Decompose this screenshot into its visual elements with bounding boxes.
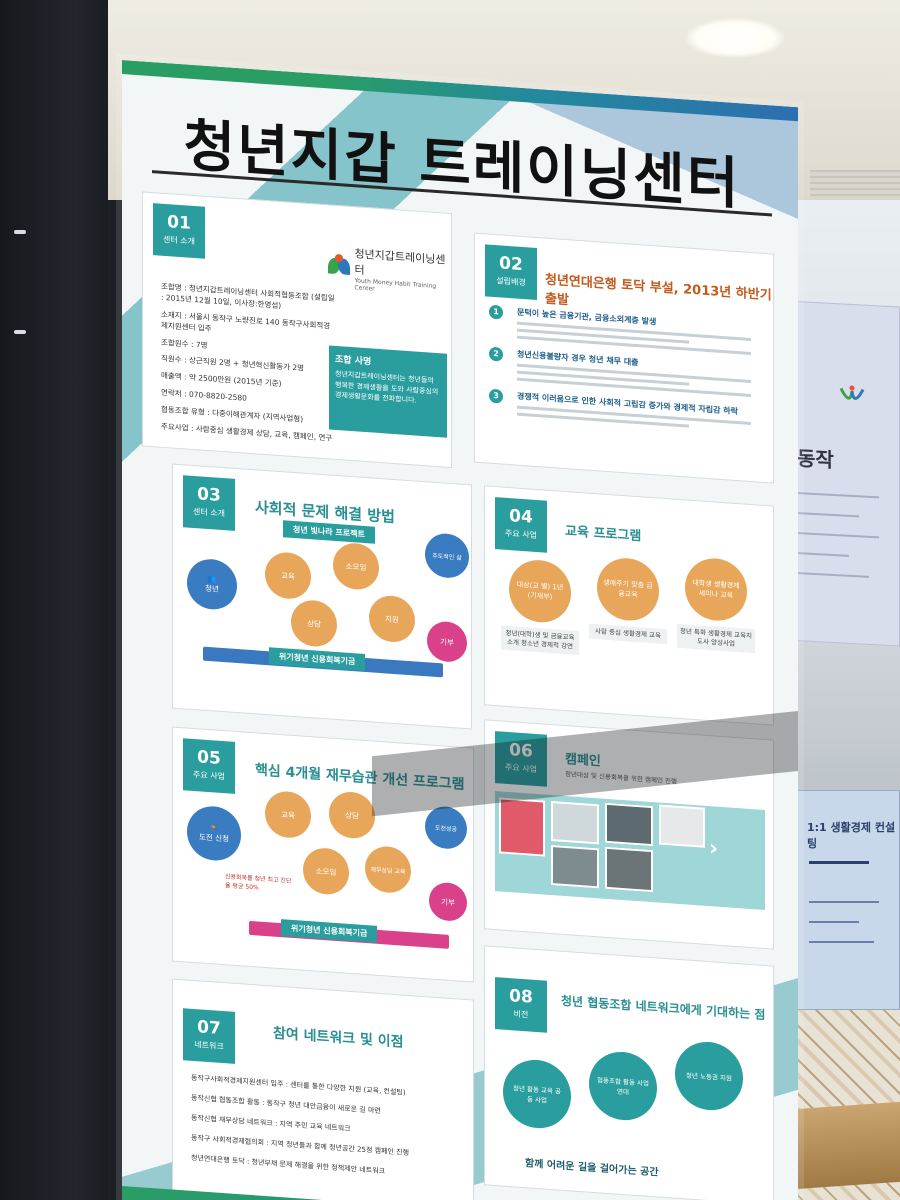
- poster: 청년지갑 트레이닝센터 01 센터 소개 청년지갑트레이닝센터 Youth Mo…: [122, 60, 798, 1200]
- section-social-solution: 03 센터 소개 사회적 문제 해결 방법 청년 빛나라 프로젝트 👥 청년 교…: [172, 463, 472, 730]
- program-circle: 생애주기 맞춤 금융교육: [597, 556, 659, 623]
- meeting-circle: 소모임: [333, 541, 379, 591]
- fund-label: 위기청년 신용회복기금: [269, 647, 366, 672]
- mission-body: 청년지갑트레이닝센터는 청년들의 행복한 경제생활을 도와 사람중심의 경제생활…: [335, 369, 439, 405]
- consulting-circle: 상담: [329, 790, 375, 840]
- chevron-icon: ›: [709, 836, 719, 862]
- fund-label: 위기청년 신용회복기금: [281, 919, 378, 943]
- ceiling-light: [685, 18, 785, 58]
- expectation-circle: 청년 노동권 지원: [675, 1039, 743, 1113]
- program-item: 대학생 생활경제 세미나 교육 청년 특화 생활경제 교육지도사 양성사업: [677, 556, 755, 654]
- section-number: 02: [499, 253, 523, 276]
- banner-title: 1:1 생활경제 컨설팅: [807, 821, 896, 850]
- section-number: 03: [197, 484, 221, 506]
- section-badge: 03 센터 소개: [183, 475, 235, 531]
- finance-circle: 재무상담 교육: [365, 844, 411, 895]
- campaign-photo: [605, 802, 653, 847]
- section-heading: 청년 협동조합 네트워크에게 기대하는 점: [561, 993, 766, 1022]
- section-expectations: 08 비전 청년 협동조합 네트워크에게 기대하는 점 청년 활동 교육 공동 …: [484, 945, 774, 1200]
- section-heading: 교육 프로그램: [565, 523, 642, 545]
- section-label: 비전: [513, 1009, 529, 1020]
- program-item: 대상(교 별) 1년 (기재부) 청년(대학)생 및 금융교육 소개 청소년 경…: [501, 558, 579, 656]
- section-network: 07 네트워크 참여 네트워크 및 이점 동작구사회적경제지원센터 입주 : 센…: [172, 978, 474, 1200]
- expectation-circle: 협동조합 활동 사업 연대: [589, 1049, 657, 1123]
- section-badge: 05 주요 사업: [183, 738, 235, 794]
- education-circle: 교육: [265, 550, 311, 601]
- campaign-photo: [659, 804, 705, 848]
- section-label: 주요 사업: [193, 769, 225, 782]
- section-number: 05: [197, 747, 221, 769]
- text-line: [789, 531, 879, 539]
- section-number: 08: [509, 986, 533, 1008]
- section-badge: 08 비전: [495, 977, 547, 1033]
- campaign-photo: [551, 800, 599, 845]
- number-dot: 3: [489, 388, 503, 404]
- campaign-photo: [605, 846, 653, 893]
- consulting-circle: 상담: [291, 598, 337, 649]
- banner-line: [809, 861, 869, 864]
- text-line: [789, 511, 859, 518]
- list-item: 2 청년신용불량자 경우 청년 채무 대출: [489, 346, 763, 397]
- self-directed-circle: 주도적인 삶: [425, 532, 469, 580]
- section-label: 센터 소개: [193, 506, 225, 519]
- section-badge: 07 네트워크: [183, 1008, 235, 1064]
- banner-line: [809, 901, 879, 903]
- campaign-photo: [551, 844, 599, 889]
- section-number: 01: [167, 212, 191, 234]
- banner-line: [809, 921, 859, 923]
- section-label: 센터 소개: [163, 234, 195, 247]
- section-badge: 02 설립배경: [485, 244, 537, 301]
- donation-circle: 기부: [427, 620, 467, 664]
- program-circle: 대상(교 별) 1년 (기재부): [509, 558, 571, 625]
- donation-circle: 기부: [429, 881, 467, 923]
- section-badge: 04 주요 사업: [495, 497, 547, 553]
- program-item: 생애주기 맞춤 금융교육 사람 중심 생활경제 교육: [589, 556, 667, 645]
- section-label: 설립배경: [496, 276, 526, 288]
- support-circle: 지원: [369, 594, 415, 644]
- info-list: 조합명 : 청년지갑트레이닝센터 사회적협동조합 (설립일 : 2015년 12…: [161, 282, 336, 451]
- reflection-light: [14, 230, 26, 234]
- list-item: 3 경쟁적 이러움으로 인한 사회적 고립감 증가와 경제적 자립감 하락: [489, 388, 763, 432]
- campaign-photo: [499, 797, 545, 857]
- section-background: 02 설립배경 청년연대은행 토닥 부설, 2013년 하반기 출발 1 문턱이…: [474, 232, 774, 484]
- section-education: 04 주요 사업 교육 프로그램 대상(교 별) 1년 (기재부) 청년(대학)…: [484, 485, 774, 726]
- section-number: 07: [197, 1017, 221, 1039]
- reflection-light: [14, 330, 26, 334]
- program-circle: 대학생 생활경제 세미나 교육: [685, 556, 747, 623]
- education-circle: 교육: [265, 789, 311, 840]
- recovery-note: 신용회복률 청년 최고 진단율 평균 50%: [225, 873, 292, 892]
- number-dot: 1: [489, 304, 503, 320]
- program-desc: 청년(대학)생 및 금융교육 소개 청소년 경제적 강연: [501, 625, 579, 656]
- expectation-circle: 청년 활동 교육 공동 사업: [503, 1057, 571, 1131]
- center-logo: 청년지갑트레이닝센터 Youth Money Habit Training Ce…: [328, 243, 451, 298]
- number-dot: 2: [489, 346, 503, 362]
- program-desc: 사람 중심 생활경제 교육: [589, 623, 667, 645]
- consulting-banner: 1:1 생활경제 컨설팅: [792, 790, 900, 1010]
- closing-text: 함께 어려운 길을 걸어가는 공간: [525, 1158, 659, 1179]
- section-center-intro: 01 센터 소개 청년지갑트레이닝센터 Youth Money Habit Tr…: [142, 191, 452, 469]
- network-list: 동작구사회적경제지원센터 입주 : 센터를 통한 다양한 지원 (교육, 컨설팅…: [191, 1073, 461, 1192]
- success-circle: 도전성공: [425, 805, 467, 851]
- section-number: 04: [509, 506, 533, 528]
- youth-circle: 👥 청년: [187, 557, 237, 612]
- logo-icon: [837, 384, 867, 406]
- meeting-circle: 소모임: [303, 846, 349, 896]
- section-heading: 참여 네트워크 및 이점: [273, 1025, 404, 1051]
- background-list: 1 문턱이 높은 금융기관, 금융소외계층 발생 2 청년신용불량자 경우 청년…: [489, 304, 763, 442]
- section-badge: 01 센터 소개: [153, 203, 205, 259]
- text-line: [789, 571, 869, 578]
- side-info-card: 동작: [776, 300, 900, 647]
- challenge-circle: 🏃 도전 신청: [187, 804, 241, 863]
- leaf-logo-icon: [328, 253, 350, 280]
- section-label: 네트워크: [194, 1040, 224, 1052]
- section-label: 주요 사업: [505, 528, 537, 541]
- text-line: [789, 551, 849, 557]
- window-frame: [0, 0, 108, 1200]
- text-line: [789, 491, 879, 499]
- side-card-title: 동작: [797, 446, 834, 473]
- banner-line: [809, 941, 874, 943]
- mission-box: 조합 사명 청년지갑트레이닝센터는 청년들의 행복한 경제생활을 도와 사람중심…: [329, 345, 447, 438]
- program-desc: 청년 특화 생활경제 교육지도사 양성사업: [677, 623, 755, 654]
